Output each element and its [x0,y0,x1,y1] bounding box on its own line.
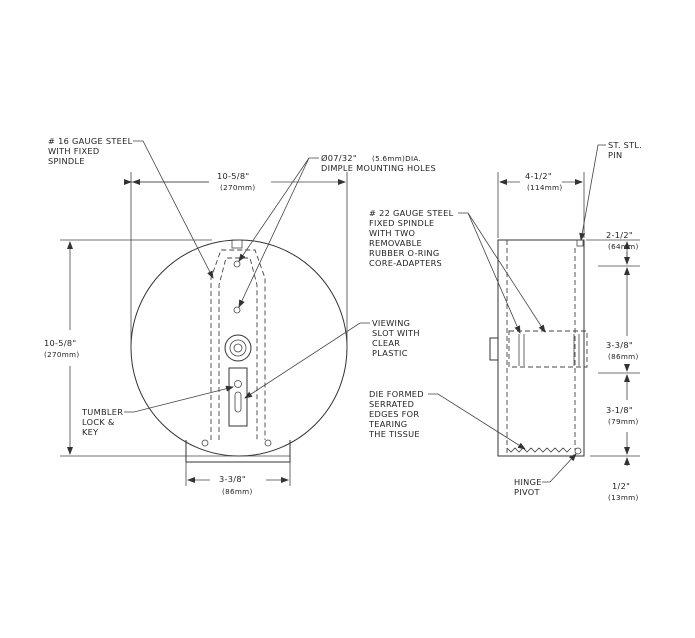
serrated-note-line4: TEARING [368,419,407,429]
side-view: 4-1/2" (114mm) 2-1/2" (64mm) 3-3/8" (86m… [368,140,642,502]
side-spindle [508,330,588,368]
tumbler-lock [234,380,242,388]
serrated-note-line1: DIE FORMED [369,389,424,399]
spindle-note-line1: # 22 GAUGE STEEL [369,208,454,218]
side-dim-top: 2-1/2" [606,230,633,240]
spindle-note-line5: RUBBER O-RING [369,248,439,258]
holes-note-line1: Ø07/32" [321,153,357,163]
front-width-mm: (270mm) [220,183,255,192]
hinge-note-line2: PIVOT [514,487,540,497]
spindle-note-line2: FIXED SPINDLE [369,218,434,228]
side-body [497,239,585,457]
dispenser-body [130,239,348,457]
side-depth-dim: 4-1/2" [525,171,552,181]
spindle-note-line4: REMOVABLE [369,238,422,248]
serrated-note-line2: SERRATED [369,399,414,409]
front-width-dim: 10-5/8" [217,171,249,181]
front-steel-note-line2: WITH FIXED [48,146,99,156]
hinge-pivot [574,447,582,455]
spindle-hub [224,334,252,362]
spindle-note-line6: CORE-ADAPTERS [369,258,442,268]
mounting-hole [233,260,241,268]
pin-note-line2: PIN [608,150,622,160]
side-dim-low: 3-1/8" [606,405,633,415]
viewing-note-line2: SLOT WITH [372,328,420,338]
tumbler-note-line3: KEY [82,427,99,437]
front-height-mm: (270mm) [44,350,79,359]
viewing-slot [228,367,248,427]
side-dim-low-mm: (79mm) [608,417,639,426]
serrated-note-line3: EDGES FOR [369,409,419,419]
mounting-hole [233,306,241,314]
front-base-mm: (86mm) [222,487,253,496]
viewing-note-line4: PLASTIC [372,348,408,358]
spindle-note-line3: WITH TWO [369,228,415,238]
serrated-note-line5: THE TISSUE [368,429,420,439]
hinge-note-line1: HINGE [514,477,542,487]
side-dim-mid: 3-3/8" [606,340,633,350]
viewing-note-line1: VIEWING [372,318,410,328]
serrated-edge [506,447,572,453]
pin-note-line1: ST. STL. [608,140,642,150]
side-dim-bottom: 1/2" [612,481,630,491]
viewing-note-line3: CLEAR [372,338,400,348]
holes-note-line1b: (5.6mm)DIA. [372,154,421,163]
tumbler-note-line2: LOCK & [82,417,115,427]
side-depth-mm: (114mm) [527,183,562,192]
side-dim-bottom-mm: (13mm) [608,493,639,502]
front-base-dim: 3-3/8" [219,474,246,484]
side-dim-top-mm: (64mm) [608,242,639,251]
tumbler-note-line1: TUMBLER [81,407,123,417]
front-steel-note-line1: # 16 GAUGE STEEL [48,136,133,146]
side-dim-mid-mm: (86mm) [608,352,639,361]
center-panel-outline [210,249,266,440]
holes-note-line2: DIMPLE MOUNTING HOLES [321,163,436,173]
front-height-dim: 10-5/8" [44,338,76,348]
front-steel-note-line3: SPINDLE [48,156,85,166]
front-view: 10-5/8" (270mm) 10-5/8" (270mm) 3-3/8" (… [44,136,436,496]
base-foot [185,440,291,463]
